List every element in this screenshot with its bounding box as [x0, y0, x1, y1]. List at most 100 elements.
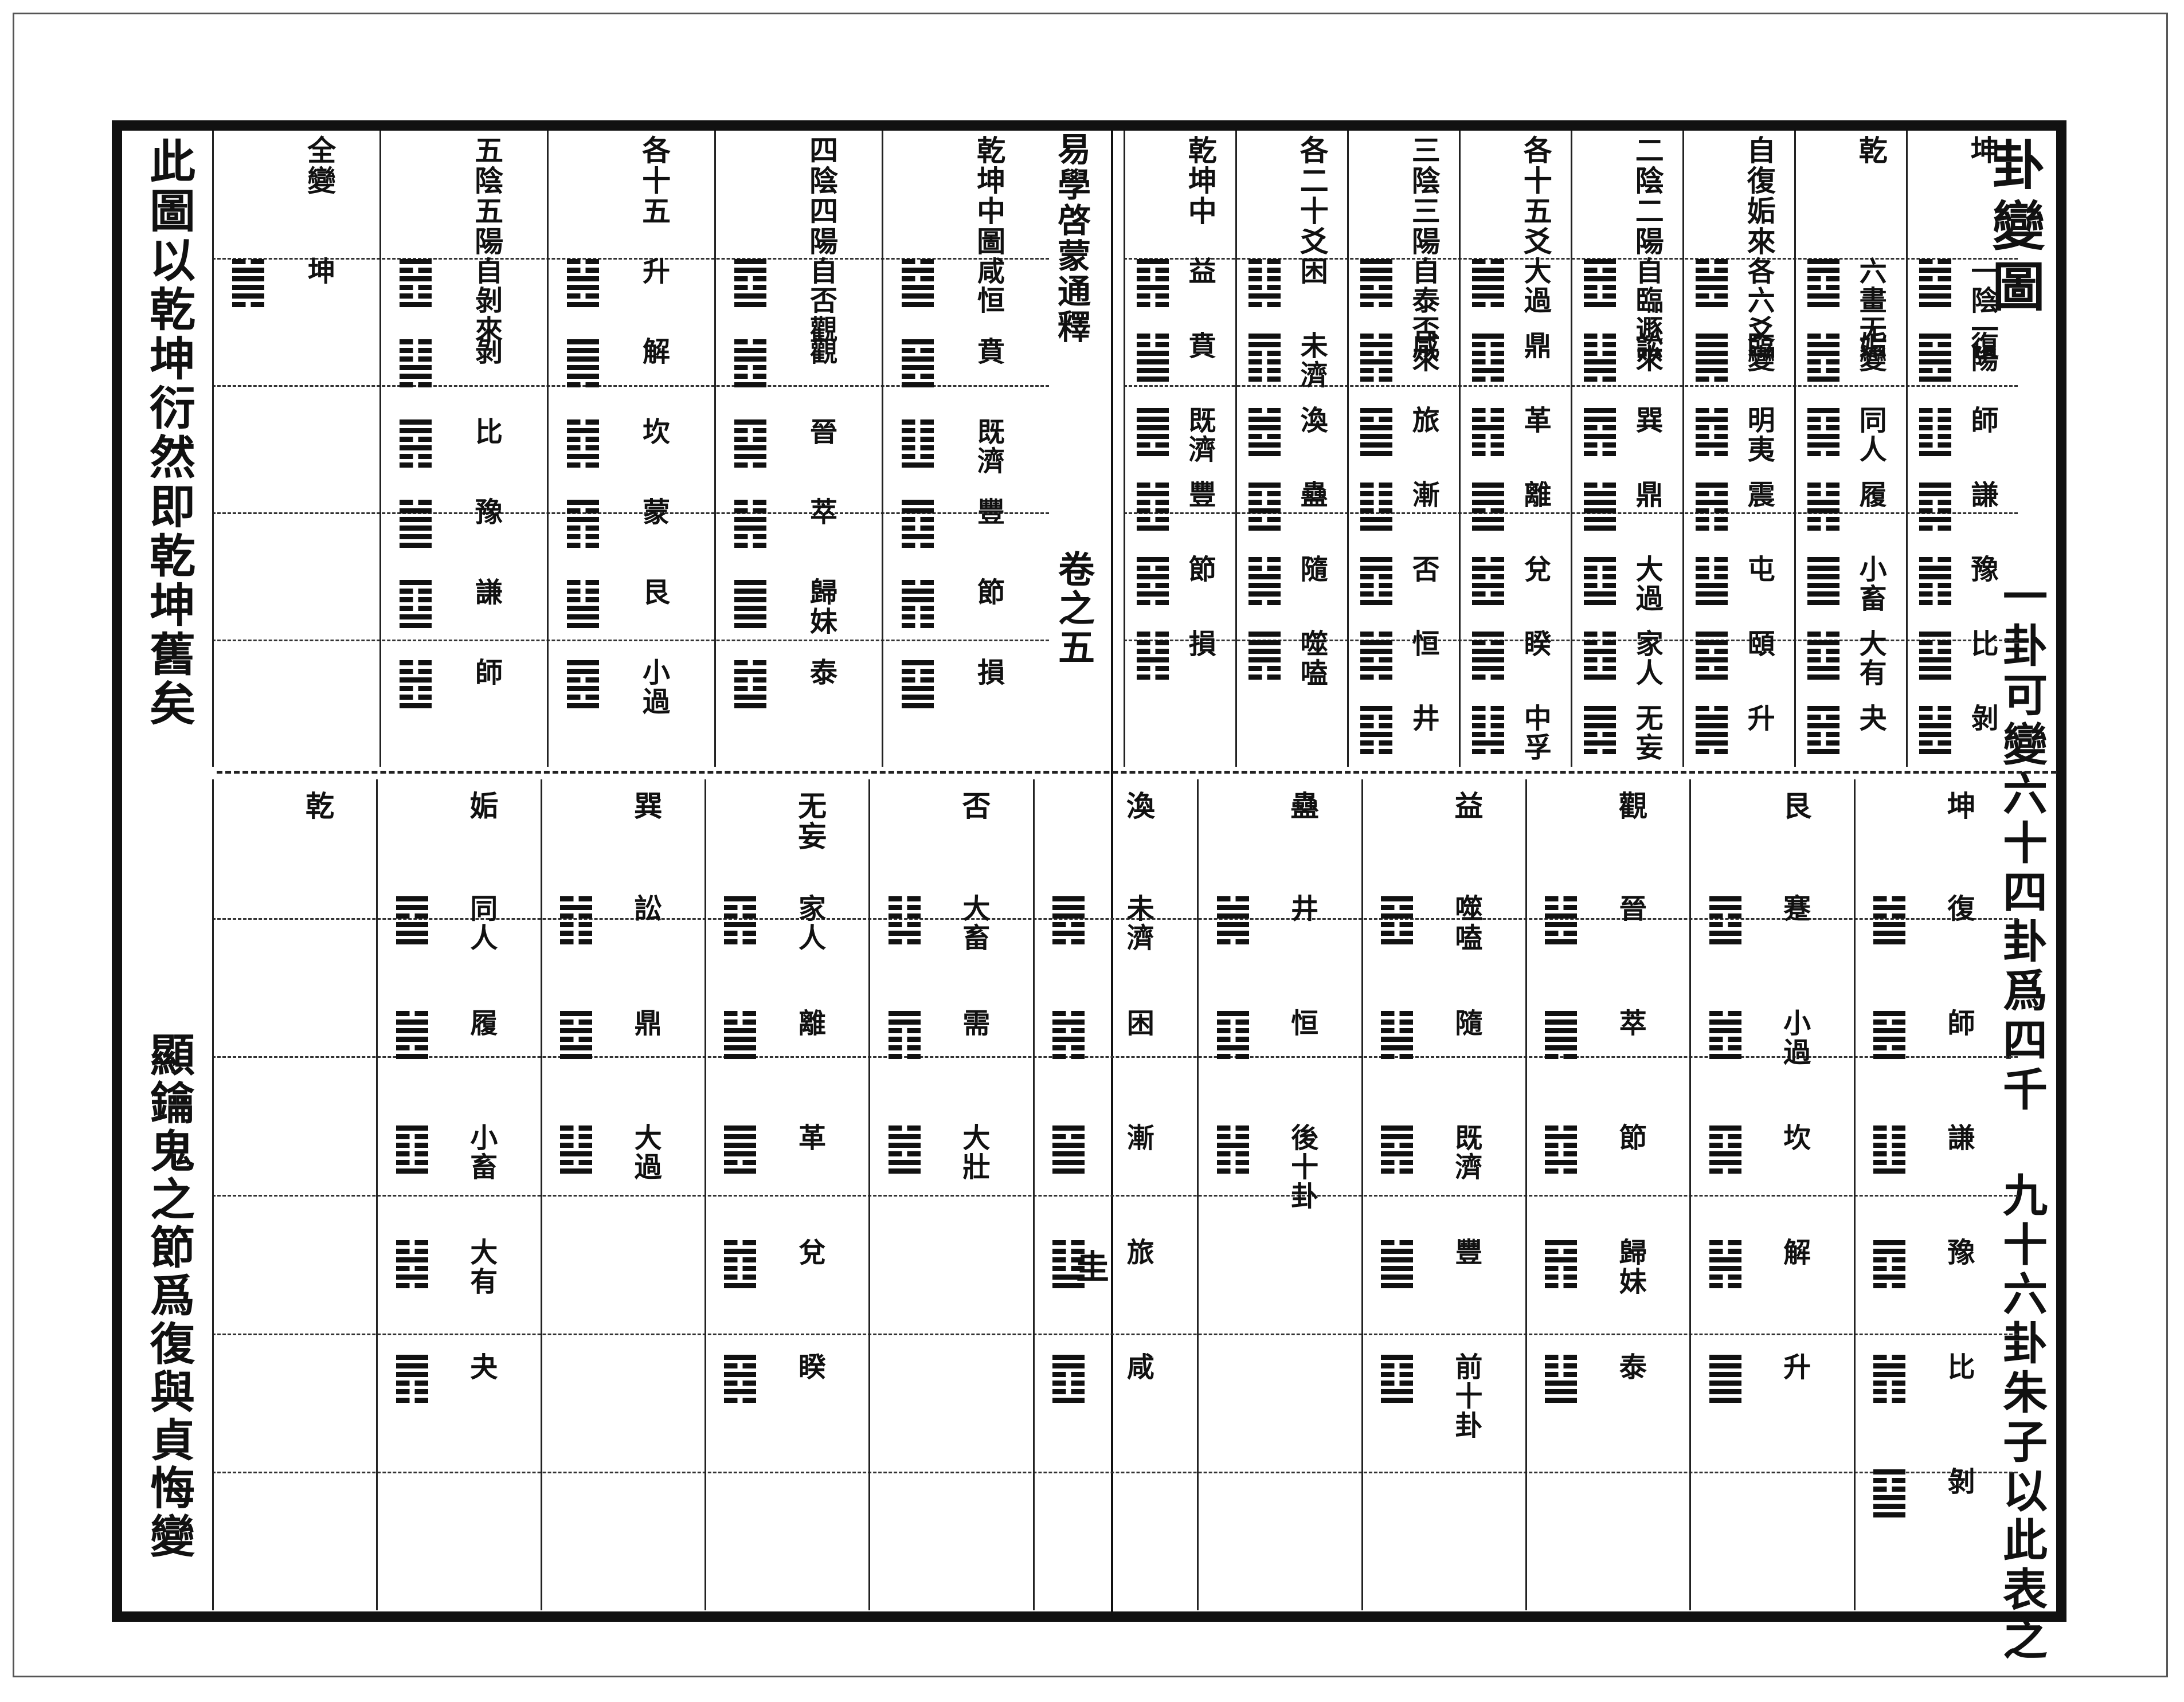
grid-column-line: [1571, 131, 1572, 767]
column-head: 乾坤中圖: [974, 135, 1004, 257]
hexagram-name: 泰: [1615, 1352, 1644, 1382]
hexagram-icon: [1919, 706, 1951, 754]
hexagram-name: 震: [1744, 480, 1772, 509]
hexagram-icon: [1217, 1011, 1249, 1059]
hexagram-icon: [902, 580, 934, 628]
hexagram-name: 豫: [1944, 1238, 1972, 1267]
column-head: 巽: [631, 791, 661, 821]
hexagram-icon: [400, 580, 432, 628]
hexagram-name: 履: [1856, 480, 1884, 509]
hexagram-icon: [724, 896, 756, 944]
hexagram-name: 漸: [1408, 480, 1437, 509]
hexagram-icon: [1919, 483, 1951, 531]
hexagram-icon: [724, 1011, 756, 1059]
hexagram-icon: [734, 259, 766, 307]
hexagram-icon: [1360, 706, 1392, 754]
grid-column-line: [1794, 131, 1796, 767]
hexagram-icon: [1709, 1011, 1741, 1059]
hexagram-icon: [560, 1011, 592, 1059]
hexagram-icon: [1709, 896, 1741, 944]
grid-row-line: [212, 1472, 2018, 1473]
hexagram-name: 後十卦: [1287, 1123, 1316, 1211]
hexagram-icon: [1381, 1355, 1413, 1403]
hexagram-name: 謙: [1944, 1123, 1972, 1152]
hexagram-name: 觀: [807, 337, 835, 366]
hexagram-icon: [1919, 557, 1951, 605]
column-head: 坤: [1944, 791, 1974, 821]
hexagram-icon: [1052, 1125, 1085, 1174]
hexagram-icon: [1584, 706, 1616, 754]
hexagram-name: 噬嗑: [1451, 894, 1480, 952]
hexagram-name: 節: [974, 578, 1003, 607]
hexagram-icon: [1709, 1125, 1741, 1174]
hexagram-name: 恒: [1408, 629, 1437, 658]
hexagram-icon: [1919, 408, 1951, 456]
hexagram-name: 井: [1408, 704, 1437, 733]
hexagram-icon: [1584, 259, 1616, 307]
column-head: 渙: [1123, 791, 1153, 821]
hexagram-icon: [1584, 483, 1616, 531]
grid-column-line: [1525, 779, 1527, 1610]
hexagram-name: 巽: [1632, 406, 1661, 435]
hexagram-icon: [1545, 896, 1577, 944]
hexagram-name: 豐: [974, 497, 1003, 527]
grid-column-line: [1033, 779, 1035, 1610]
hexagram-icon: [396, 896, 428, 944]
hexagram-name: 中孚: [1520, 704, 1549, 762]
hexagram-name: 歸妹: [807, 578, 835, 636]
hexagram-name: 復: [1944, 894, 1972, 923]
hexagram-name: 豐: [1185, 480, 1214, 509]
column-head: 三陰三陽: [1408, 135, 1439, 257]
hexagram-name: 師: [1967, 406, 1996, 435]
hexagram-name: 損: [1185, 629, 1214, 658]
hexagram-name: 同人: [1856, 406, 1884, 464]
hexagram-icon: [1807, 334, 1839, 382]
column-head: 自復姤來: [1744, 135, 1774, 257]
hexagram-icon: [1052, 896, 1085, 944]
column-head: 否: [959, 791, 989, 821]
hexagram-icon: [902, 339, 934, 387]
hexagram-name: 復: [1967, 331, 1996, 360]
hexagram-name: 萃: [1615, 1009, 1644, 1038]
hexagram-name: 隨: [1451, 1009, 1480, 1038]
column-head: 益: [1451, 791, 1482, 821]
hexagram-icon: [396, 1011, 428, 1059]
hexagram-name: 既濟: [974, 417, 1003, 476]
grid-column-line: [547, 131, 549, 767]
hexagram-name: 既濟: [1185, 406, 1214, 464]
hexagram-name: 姤: [1856, 331, 1884, 360]
hexagram-icon: [567, 259, 599, 307]
hexagram-icon: [902, 660, 934, 708]
hexagram-name: 豐: [1451, 1238, 1480, 1267]
hexagram-name: 豫: [1967, 555, 1996, 584]
hexagram-icon: [1584, 408, 1616, 456]
hexagram-icon: [567, 500, 599, 548]
grid-column-line: [1235, 131, 1237, 767]
hexagram-icon: [400, 500, 432, 548]
hexagram-name: 同人: [467, 894, 495, 952]
hexagram-name: 萃: [807, 497, 835, 527]
hexagram-name: 噬嗑: [1297, 629, 1325, 688]
hexagram-name: 大有: [1856, 629, 1884, 688]
hexagram-name: 鼎: [631, 1009, 659, 1038]
hexagram-name: 夬: [467, 1352, 495, 1382]
hexagram-name: 豫: [472, 497, 500, 527]
hexagram-name: 小過: [639, 658, 668, 716]
hexagram-name: 隨: [1297, 555, 1325, 584]
hexagram-name: 離: [795, 1009, 824, 1038]
column-head: 五陰五陽: [472, 135, 502, 257]
hexagram-icon: [1248, 632, 1281, 680]
hexagram-name: 自否觀: [807, 257, 835, 344]
hexagram-name: 師: [1944, 1009, 1972, 1038]
hexagram-icon: [1696, 483, 1728, 531]
hexagram-name: 蠱: [1297, 480, 1325, 509]
hexagram-icon: [1873, 1469, 1905, 1517]
hexagram-name: 升: [639, 257, 668, 286]
upper-right-grid: 坤一陰一陽復師謙豫比剝乾六畫无變姤同人履小畜大有夬自復姤來各六爻變臨明夷震屯頤升…: [1124, 131, 2018, 767]
hexagram-icon: [724, 1355, 756, 1403]
column-head: 各二十爻: [1297, 135, 1327, 257]
hexagram-icon: [1584, 557, 1616, 605]
grid-column-line: [541, 779, 542, 1610]
hexagram-icon: [1709, 1355, 1741, 1403]
column-head: 各十五爻: [1520, 135, 1551, 257]
